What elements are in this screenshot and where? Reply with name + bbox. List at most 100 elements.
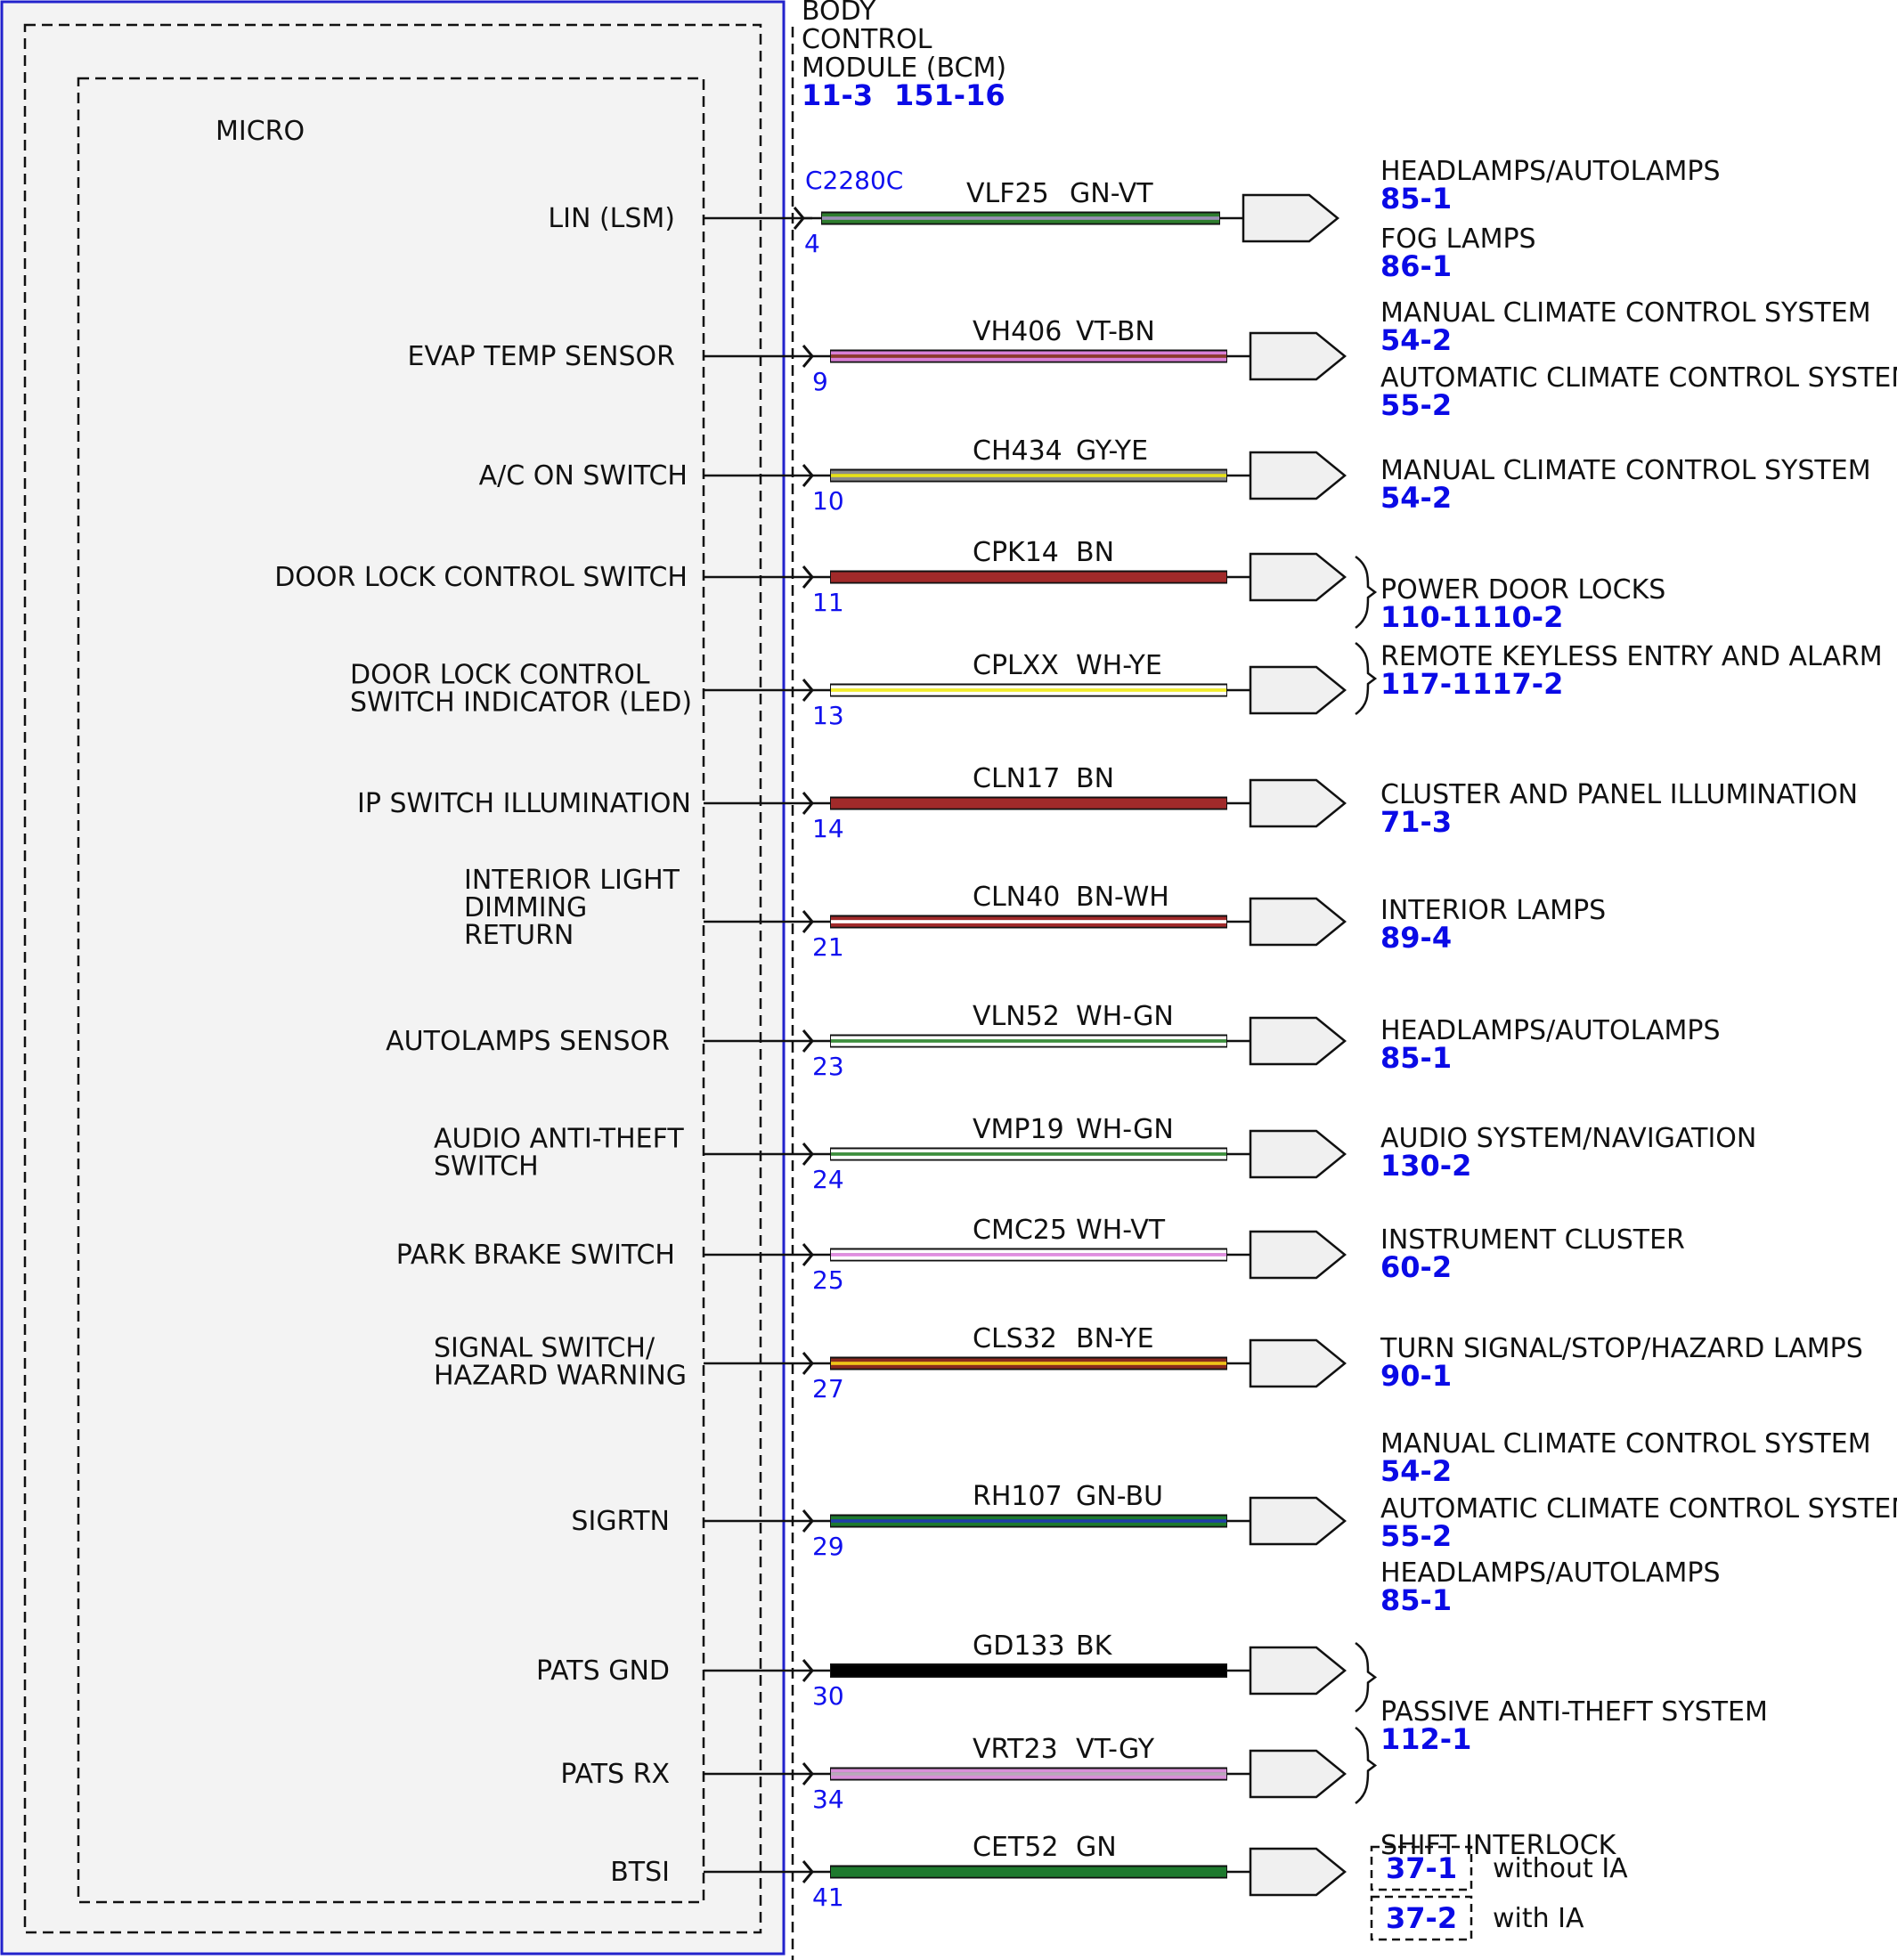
destination-ref[interactable]: 60-2 xyxy=(1380,1250,1452,1284)
pin-number: 41 xyxy=(812,1883,844,1912)
wire-stripe xyxy=(831,1253,1226,1257)
bcm-outer-dashed-box xyxy=(23,23,762,1934)
destination-ref[interactable]: 55-2 xyxy=(1380,388,1452,422)
wire-id: RH107 xyxy=(973,1481,1062,1512)
wire-stripe xyxy=(831,1362,1226,1366)
wire-stripe xyxy=(822,219,1219,224)
destination-ref[interactable]: 85-1 xyxy=(1380,1583,1452,1617)
destination-name: INSTRUMENT CLUSTER xyxy=(1380,1224,1685,1256)
destination-name: REMOTE KEYLESS ENTRY AND ALARM xyxy=(1380,641,1883,672)
wire-stripe xyxy=(831,1769,1226,1773)
pin-number: 34 xyxy=(812,1785,844,1814)
destination-ref[interactable]: 110-2 xyxy=(1472,600,1563,634)
destination-ref[interactable]: 54-2 xyxy=(1380,323,1452,357)
destination-name: HEADLAMPS/AUTOLAMPS xyxy=(1380,1557,1721,1589)
wire-stripe xyxy=(831,1249,1226,1254)
wire-id: CET52 xyxy=(973,1832,1058,1863)
destination-ref[interactable]: 117-2 xyxy=(1472,667,1563,701)
destination-ref[interactable]: 86-1 xyxy=(1380,249,1452,283)
destination-ref[interactable]: 89-4 xyxy=(1380,921,1452,955)
option-label: without IA xyxy=(1493,1853,1628,1884)
micro-dashed-box xyxy=(77,77,705,1904)
destination-name: TURN SIGNAL/STOP/HAZARD LAMPS xyxy=(1380,1333,1863,1364)
wire-stripe xyxy=(831,476,1226,481)
destination-ref[interactable]: 71-3 xyxy=(1380,805,1452,839)
signal-label: PATS RX xyxy=(560,1759,670,1790)
destination-ref[interactable]: 110-1 xyxy=(1380,600,1471,634)
option-ref[interactable]: 37-1 xyxy=(1386,1851,1457,1885)
wire-stripe xyxy=(822,213,1219,217)
destination-ref[interactable]: 54-2 xyxy=(1380,1454,1452,1488)
destination-ref[interactable]: 90-1 xyxy=(1380,1359,1452,1393)
wire-id: CH434 xyxy=(973,435,1062,467)
destination-name: HEADLAMPS/AUTOLAMPS xyxy=(1380,1015,1721,1046)
wire-stripe xyxy=(831,351,1226,355)
wire-color-code: GN-BU xyxy=(1076,1481,1163,1512)
destination-arrow-icon xyxy=(1249,897,1347,947)
wire-stripe xyxy=(831,1866,1226,1877)
wire-stripe xyxy=(831,1519,1226,1524)
destination-ref[interactable]: 130-2 xyxy=(1380,1149,1471,1183)
bcm-module-border xyxy=(0,0,786,1956)
destination-ref[interactable]: 112-1 xyxy=(1380,1722,1471,1756)
signal-label: A/C ON SWITCH xyxy=(479,460,688,492)
pin-number: 30 xyxy=(812,1681,844,1711)
signal-label: BTSI xyxy=(610,1857,670,1888)
wire-color-code: WH-GN xyxy=(1076,1114,1174,1145)
wire-stripe xyxy=(831,1152,1226,1157)
signal-label: SIGNAL SWITCH/ xyxy=(434,1333,655,1364)
wire-color-code: BK xyxy=(1076,1631,1113,1662)
destination-arrow-icon xyxy=(1249,1847,1347,1897)
pin-number: 21 xyxy=(812,932,844,962)
wire-id: CLS32 xyxy=(973,1323,1057,1354)
signal-label: HAZARD WARNING xyxy=(434,1361,687,1392)
wire-stripe xyxy=(831,1149,1226,1153)
wire-color-code: GY-YE xyxy=(1076,435,1148,467)
pin-number: 14 xyxy=(812,814,844,843)
destination-ref[interactable]: 117-1 xyxy=(1380,667,1471,701)
destination-arrow-icon xyxy=(1249,552,1347,602)
destination-name: AUTOMATIC CLIMATE CONTROL SYSTEM xyxy=(1380,1493,1897,1525)
destination-name: MANUAL CLIMATE CONTROL SYSTEM xyxy=(1380,1428,1871,1460)
wire-stripe xyxy=(831,1665,1226,1677)
signal-label: LIN (LSM) xyxy=(548,203,675,234)
signal-label: PARK BRAKE SWITCH xyxy=(396,1240,675,1271)
option-ref[interactable]: 37-2 xyxy=(1386,1901,1457,1935)
module-title-line-1: BODY xyxy=(802,0,876,27)
wire-color-code: BN xyxy=(1076,763,1114,794)
destination-ref[interactable]: 85-1 xyxy=(1380,182,1452,216)
destination-arrow-icon xyxy=(1249,1129,1347,1179)
module-title-line-3: MODULE (BCM) xyxy=(802,53,1006,84)
wire-stripe xyxy=(831,1042,1226,1046)
wire-stripe xyxy=(831,916,1226,921)
wire-id: VLN52 xyxy=(973,1001,1060,1032)
destination-name: MANUAL CLIMATE CONTROL SYSTEM xyxy=(1380,297,1871,329)
wire-stripe xyxy=(831,920,1226,924)
destination-ref[interactable]: 54-2 xyxy=(1380,481,1452,515)
wire-stripe xyxy=(831,1775,1226,1779)
wire-stripe xyxy=(831,1155,1226,1159)
destination-arrow-icon xyxy=(1249,1016,1347,1066)
option-item: 37-1 without IA xyxy=(1370,1845,1628,1891)
destination-ref[interactable]: 85-1 xyxy=(1380,1041,1452,1075)
destination-ref[interactable]: 55-2 xyxy=(1380,1519,1452,1553)
wire-color-code: WH-YE xyxy=(1076,650,1162,681)
